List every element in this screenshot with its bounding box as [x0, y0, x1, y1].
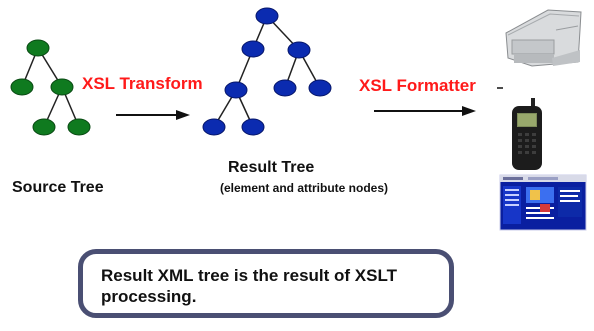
source-node: [10, 78, 34, 96]
summary-callout: Result XML tree is the result of XSLT pr…: [78, 249, 454, 318]
result-node: [308, 79, 332, 97]
result-node: [241, 118, 265, 136]
source-node: [32, 118, 56, 136]
callout-text: Result XML tree is the result of XSLT pr…: [101, 266, 397, 306]
result-tree-label: Result Tree: [228, 159, 315, 176]
formatter-arrow: [374, 106, 476, 116]
result-tree: [213, 15, 321, 128]
result-node: [241, 40, 265, 58]
printer-icon: [505, 9, 582, 67]
result-node: [255, 7, 279, 25]
result-tree-subtitle: (element and attribute nodes): [220, 181, 389, 195]
result-node: [224, 81, 248, 99]
result-node: [202, 118, 226, 136]
transform-arrow: [116, 110, 190, 120]
source-tree-label: Source Tree: [12, 179, 104, 196]
source-tree-nodes: [10, 39, 91, 136]
result-node: [287, 41, 311, 59]
source-node: [67, 118, 91, 136]
xsl-transform-label: XSL Transform: [82, 74, 203, 93]
result-tree-nodes: [202, 7, 332, 136]
web-page-icon: [499, 174, 587, 231]
mobile-phone-icon: [512, 98, 542, 170]
source-node: [50, 78, 74, 96]
result-node: [273, 79, 297, 97]
source-node: [26, 39, 50, 57]
xsl-formatter-label: XSL Formatter: [359, 76, 476, 95]
